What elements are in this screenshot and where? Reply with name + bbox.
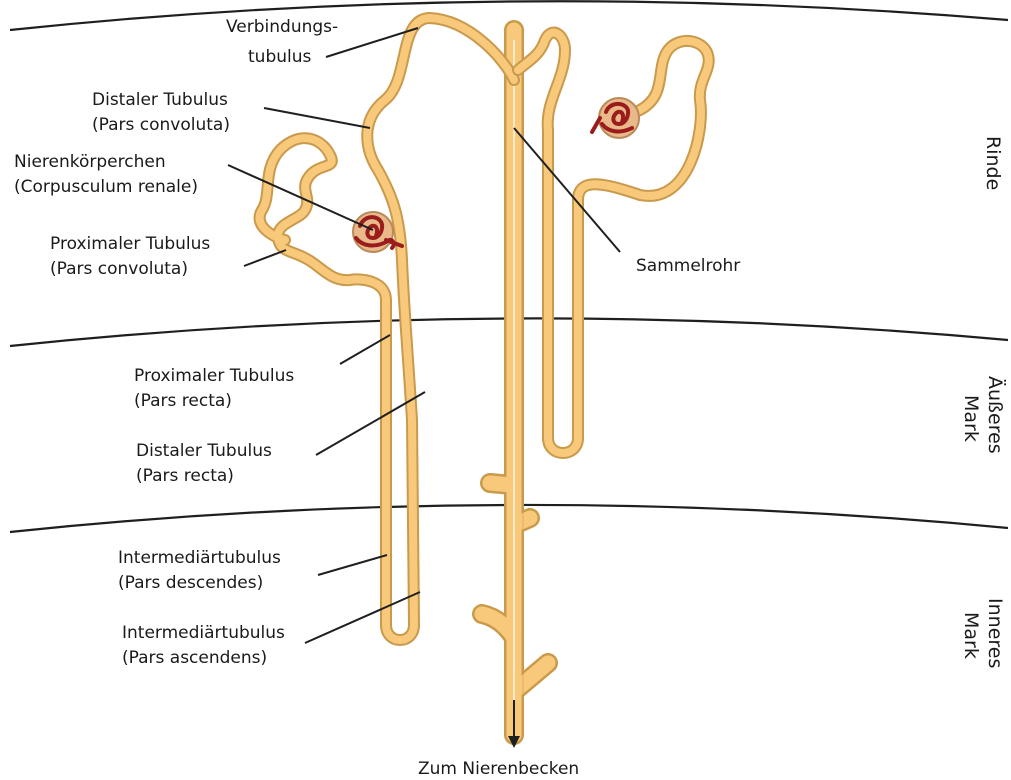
label-inter-ascendens-line2: (Pars ascendens) (122, 648, 267, 668)
leader-distal-convoluta (264, 108, 370, 128)
label-sammelrohr: Sammelrohr (636, 256, 740, 276)
label-corpusculum-line1: Nierenkörperchen (14, 152, 166, 172)
label-proximal-convoluta-line1: Proximaler Tubulus (50, 234, 210, 254)
zone-label-aeusseres-line2: Mark (960, 395, 982, 442)
leader-inter-descendes (318, 555, 387, 575)
label-inter-descendes-line1: Intermediärtubulus (118, 548, 281, 568)
label-outflow: Zum Nierenbecken (418, 759, 579, 779)
left-nephron-tubule (260, 18, 514, 640)
label-corpusculum-line2: (Corpusculum renale) (14, 177, 198, 197)
label-distal-recta-line1: Distaler Tubulus (136, 441, 272, 461)
zone-label-inneres-line2: Mark (960, 612, 982, 659)
label-verbindungstubulus-line2: tubulus (248, 47, 312, 67)
label-inter-descendes-line2: (Pars descendes) (118, 573, 263, 593)
leader-proximal-convoluta (244, 250, 286, 266)
zone-label-rinde: Rinde (982, 136, 1004, 190)
label-distal-recta-line2: (Pars recta) (136, 466, 234, 486)
label-inter-ascendens-line1: Intermediärtubulus (122, 623, 285, 643)
zone-label-aeusseres-line1: Äußeres (984, 376, 1007, 454)
label-verbindungstubulus-line1: Verbindungs- (226, 17, 338, 37)
collecting-duct (482, 30, 548, 735)
label-distal-convoluta-line1: Distaler Tubulus (92, 90, 228, 110)
right-glomerulus (592, 98, 639, 138)
label-proximal-convoluta-line2: (Pars convoluta) (50, 259, 188, 279)
label-proximal-recta-line1: Proximaler Tubulus (134, 366, 294, 386)
label-proximal-recta-line2: (Pars recta) (134, 391, 232, 411)
label-distal-convoluta-line2: (Pars convoluta) (92, 115, 230, 135)
zone-label-inneres-line1: Inneres (984, 598, 1006, 668)
